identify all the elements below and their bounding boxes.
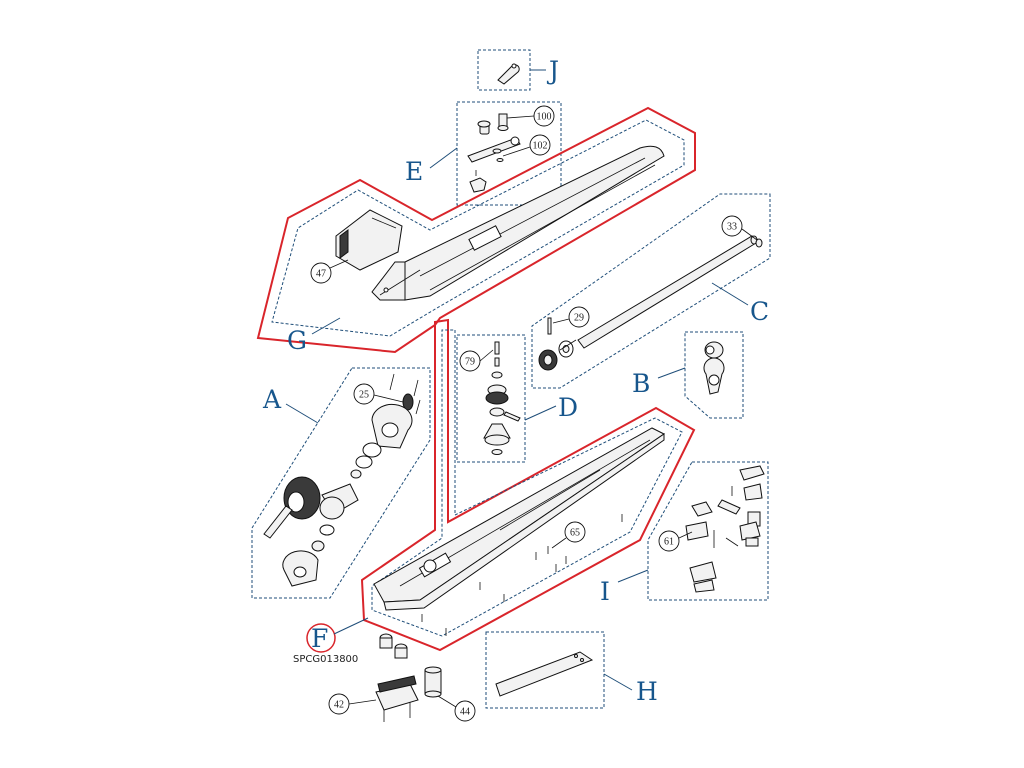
callout-65-label: 65 bbox=[570, 528, 580, 539]
callout-29 bbox=[568, 306, 590, 328]
release-key-icon bbox=[497, 63, 520, 85]
group-d: D 79 bbox=[456, 334, 578, 463]
terminal-block-42 bbox=[375, 633, 419, 722]
group-h: H bbox=[485, 631, 658, 709]
callout-47-label: 47 bbox=[316, 269, 326, 280]
group-g: G 47 bbox=[256, 106, 696, 355]
control-cover-47 bbox=[335, 209, 403, 271]
group-f-letter: F bbox=[311, 624, 328, 653]
callout-61-label: 61 bbox=[664, 537, 674, 548]
pin-29 bbox=[547, 317, 552, 335]
group-d-letter: D bbox=[558, 393, 578, 422]
group-g-letter: G bbox=[287, 326, 307, 355]
group-d-box bbox=[456, 334, 526, 463]
callout-102 bbox=[529, 134, 551, 156]
gear-assembly bbox=[483, 341, 521, 455]
group-b-letter: B bbox=[632, 369, 650, 398]
group-f-box bbox=[371, 329, 683, 637]
group-a-box bbox=[251, 367, 431, 599]
callout-44-label: 44 bbox=[460, 707, 470, 718]
group-a-letter: A bbox=[262, 385, 282, 414]
callout-61 bbox=[658, 530, 680, 552]
callout-25-label: 25 bbox=[359, 390, 369, 401]
group-h-letter: H bbox=[636, 677, 658, 706]
worm-screw-shaft bbox=[538, 235, 763, 371]
motor-assembly bbox=[263, 373, 421, 587]
bracket-fittings bbox=[703, 341, 725, 395]
group-a: A 25 bbox=[251, 367, 431, 599]
capacitor-44 bbox=[424, 666, 442, 698]
group-i: I 61 bbox=[600, 461, 769, 606]
callout-102-label: 102 bbox=[533, 141, 548, 152]
callout-25 bbox=[353, 383, 375, 405]
group-b-box bbox=[684, 331, 744, 419]
motor-cover-housing bbox=[371, 145, 665, 301]
callout-79-label: 79 bbox=[465, 357, 475, 368]
group-g-highlight-outline bbox=[256, 106, 696, 354]
group-j-letter: J bbox=[546, 56, 559, 85]
cover-plate bbox=[495, 651, 594, 697]
group-c: C 29 33 bbox=[531, 193, 771, 389]
group-e-letter: E bbox=[405, 157, 423, 186]
callout-42-label: 42 bbox=[334, 700, 344, 711]
callout-33-label: 33 bbox=[727, 222, 737, 233]
group-f-label-circle bbox=[306, 623, 336, 653]
group-b: B bbox=[632, 331, 744, 419]
limit-switch-parts bbox=[685, 465, 765, 593]
callout-65 bbox=[564, 521, 586, 543]
callout-47 bbox=[310, 262, 332, 284]
group-j: J bbox=[477, 49, 559, 91]
group-f: 65 F SPCG013800 bbox=[293, 318, 696, 665]
release-lever-parts bbox=[467, 113, 521, 193]
main-chassis bbox=[373, 427, 665, 636]
drawing-code: SPCG013800 bbox=[293, 654, 358, 665]
group-e: E 100 102 bbox=[405, 101, 562, 206]
group-g-box bbox=[271, 119, 685, 337]
callout-33 bbox=[721, 215, 743, 237]
group-c-letter: C bbox=[750, 297, 769, 326]
callout-100-label: 100 bbox=[537, 112, 552, 123]
group-h-box bbox=[485, 631, 605, 709]
callout-29-label: 29 bbox=[574, 313, 584, 324]
group-c-box bbox=[531, 193, 771, 389]
callout-44 bbox=[454, 700, 476, 722]
group-f-highlight-outline bbox=[360, 318, 696, 652]
group-i-letter: I bbox=[600, 577, 610, 606]
